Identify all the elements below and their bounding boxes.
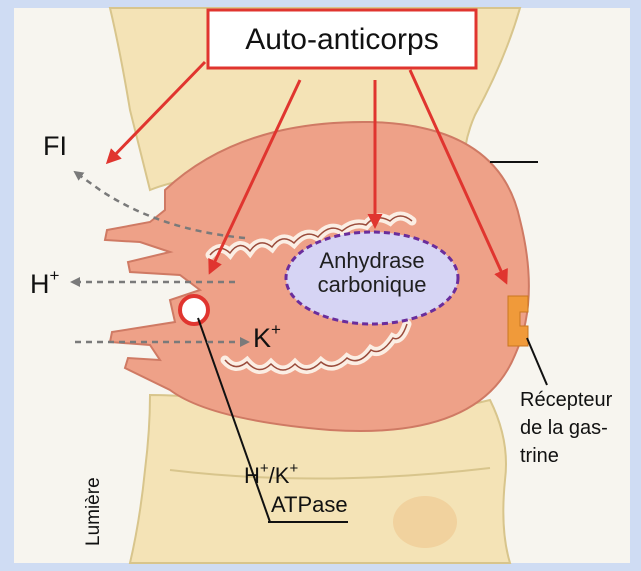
pump-k-charge: + [289,460,298,477]
anhydrase-label-line2: carbonique [318,272,427,297]
h-ion-charge: + [50,266,60,285]
anhydrase-label-line1: Anhydrase [319,248,424,273]
proton-pump [180,296,208,324]
nucleus-hint [393,496,457,548]
autoantibody-title: Auto-anticorps [245,23,438,56]
pump-h-charge: + [260,460,269,477]
pump-k-symbol: /K [269,463,290,488]
fi-label: FI [43,131,67,161]
h-ion-symbol: H [30,269,50,299]
receptor-label-line1: Récepteur [520,389,613,411]
receptor-label-line3: trine [520,445,559,467]
k-ion-charge: + [271,320,281,339]
lumen-label: Lumière [83,477,104,546]
pump-h-symbol: H [244,463,260,488]
k-ion-symbol: K [253,323,271,353]
receptor-label-line2: de la gas- [520,417,608,439]
pump-label-line2: ATPase [271,492,348,517]
